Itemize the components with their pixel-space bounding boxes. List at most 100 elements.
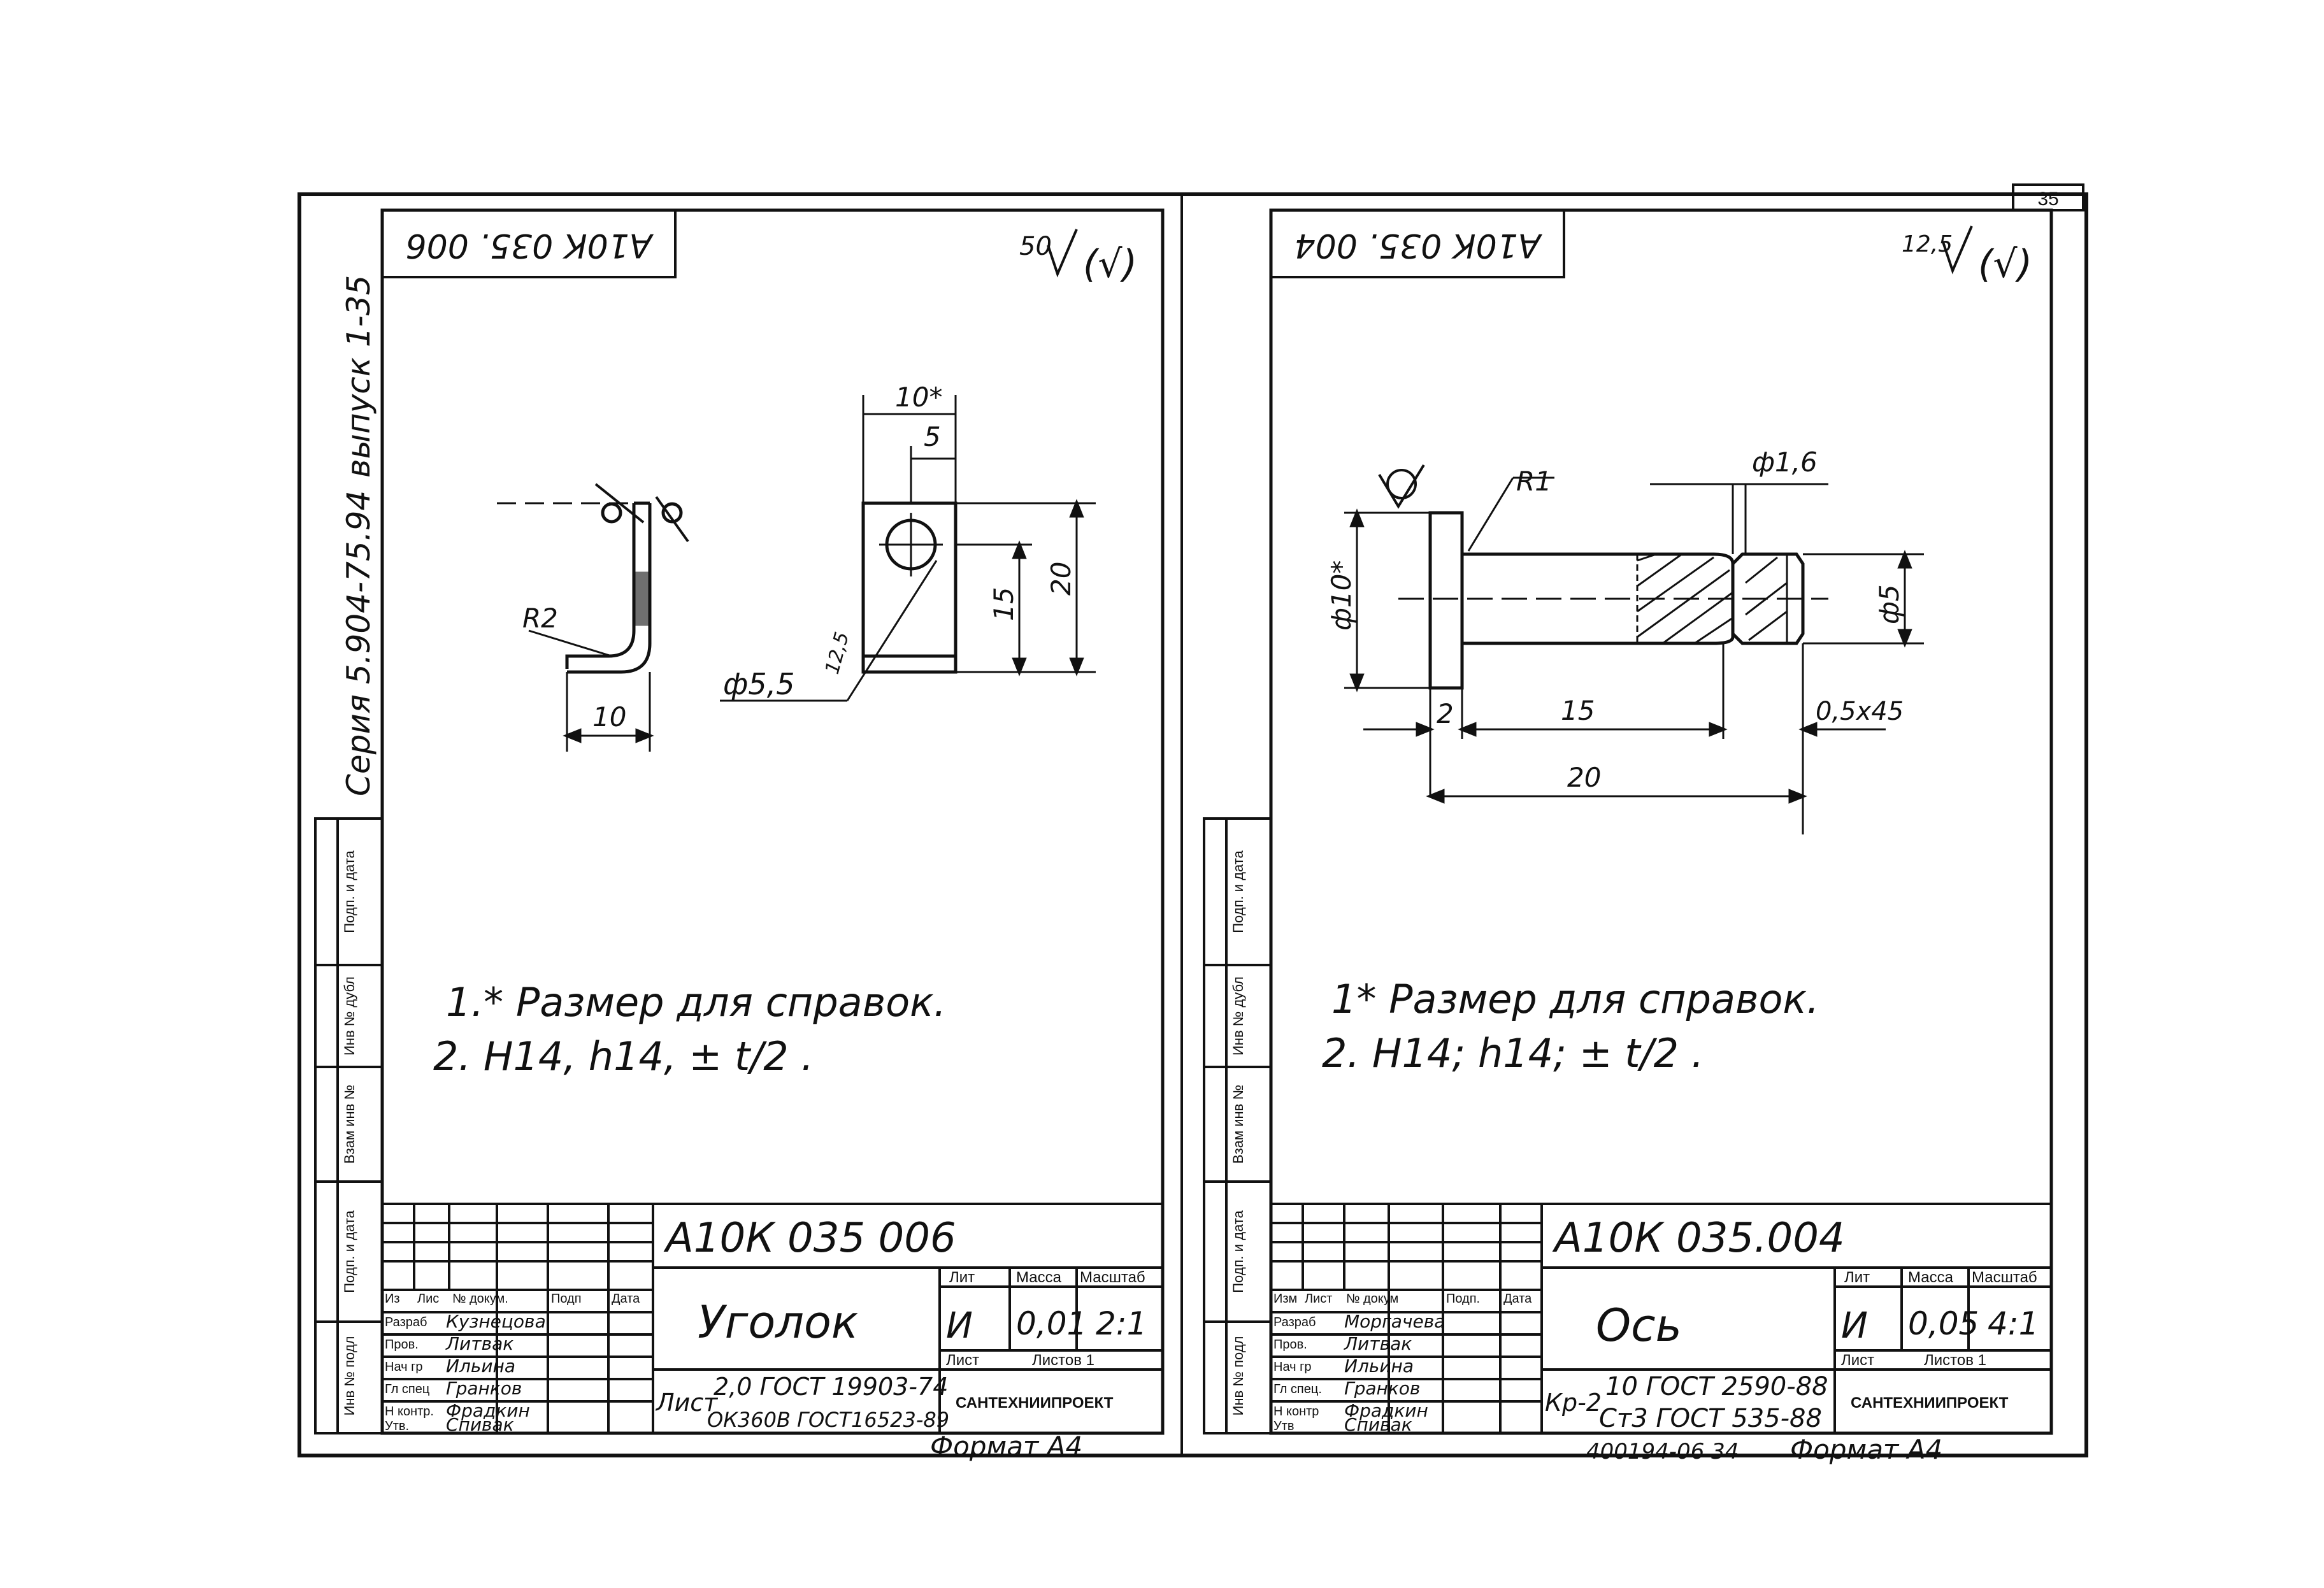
svg-text:Гл спец: Гл спец	[385, 1382, 429, 1396]
designation: А10К 035.004	[1552, 1215, 1845, 1262]
dim-10: 10	[592, 701, 626, 733]
dim-ra: 12,5	[821, 629, 854, 676]
dim-2: 2	[1437, 698, 1454, 729]
svg-text:Утв.: Утв.	[385, 1419, 409, 1433]
left-note-1: 1.* Размер для справок.	[446, 979, 946, 1026]
margin-label: Инв № дубл	[341, 976, 357, 1055]
col-mass: Масса	[1016, 1269, 1062, 1286]
svg-text:(√): (√)	[1083, 242, 1137, 287]
right-note-2: 2. H14; h14; ± t/2 .	[1322, 1030, 1704, 1077]
col-lit: Лит	[1844, 1269, 1870, 1286]
lit: И	[1841, 1305, 1868, 1347]
svg-text:Моргачева: Моргачева	[1344, 1311, 1445, 1332]
svg-text:Пров.: Пров.	[1273, 1338, 1307, 1352]
margin-label: Подп. и дата	[341, 850, 357, 933]
svg-text:Лист: Лист	[1305, 1292, 1332, 1306]
margin-label: Инв № дубл	[1230, 976, 1246, 1055]
sheets: Листов 1	[1032, 1352, 1094, 1369]
left-title-block	[381, 1203, 1164, 1434]
material-prefix: Кр-2	[1545, 1389, 1602, 1417]
svg-text:Из: Из	[385, 1292, 400, 1306]
right-footer-code: 400194-06 34	[1586, 1439, 1739, 1464]
svg-text:Нач гр: Нач гр	[385, 1360, 423, 1374]
margin-label: Инв № подл	[1230, 1336, 1246, 1416]
issue-note: выпуск 1-35	[340, 275, 377, 478]
svg-text:Нач гр: Нач гр	[1273, 1360, 1312, 1374]
svg-text:50: 50	[1019, 232, 1052, 261]
left-code-stamp: А10К 035. 006	[381, 209, 677, 278]
svg-text:№ докум.: № докум.	[452, 1292, 508, 1306]
dim-ch: 0,5x45	[1816, 697, 1904, 726]
svg-text:Дата: Дата	[1503, 1292, 1532, 1306]
dim-20: 20	[1045, 562, 1077, 596]
margin-label: Подп. и дата	[1230, 850, 1246, 933]
dim-5: 5	[924, 421, 941, 452]
right-note-1: 1* Размер для справок.	[1331, 976, 1819, 1022]
svg-text:Гл спец.: Гл спец.	[1273, 1382, 1322, 1396]
left-margin-labels: Подп. и дата Инв № дубл Взам инв № Подп.…	[341, 850, 357, 1415]
svg-text:Дата: Дата	[612, 1292, 640, 1306]
col-lit: Лит	[949, 1269, 975, 1286]
dim-r2: R2	[522, 603, 558, 634]
svg-text:Н контр: Н контр	[1273, 1405, 1319, 1419]
col-mass: Масса	[1908, 1269, 1954, 1286]
svg-text:Литвак: Литвак	[1344, 1333, 1412, 1354]
svg-text:Разраб: Разраб	[1273, 1315, 1316, 1329]
left-roughness: 50 (√)	[1019, 229, 1137, 287]
angle-front-view	[720, 395, 1096, 702]
outer-frame	[298, 183, 2088, 1457]
right-title-block	[1270, 1203, 2053, 1434]
part-name: Ось	[1596, 1299, 1682, 1352]
svg-text:Спивак: Спивак	[446, 1414, 514, 1435]
material-prefix: Лист	[655, 1389, 719, 1417]
svg-text:Ильина: Ильина	[1344, 1356, 1414, 1377]
sheets: Листов 1	[1924, 1352, 1986, 1369]
margin-label: Подп. и дата	[1230, 1210, 1246, 1292]
margin-label: Взам инв №	[1230, 1085, 1246, 1164]
svg-text:Изм: Изм	[1273, 1292, 1297, 1306]
angle-side-view	[497, 483, 689, 752]
part-name: Уголок	[698, 1296, 858, 1348]
lit: И	[946, 1305, 973, 1347]
margin-label: Взам инв №	[341, 1085, 357, 1164]
org: САНТЕХНИИПРОЕКТ	[1851, 1394, 2009, 1412]
mass: 0,05	[1908, 1305, 1979, 1342]
dim-15: 15	[988, 587, 1019, 621]
svg-text:Кузнецова: Кузнецова	[446, 1311, 546, 1332]
svg-text:Подп.: Подп.	[1446, 1292, 1480, 1306]
dim-20: 20	[1567, 762, 1601, 793]
svg-text:Утв: Утв	[1273, 1419, 1295, 1433]
sheet-number: 35	[2037, 189, 2058, 210]
material-2: Ст3 ГОСТ 535-88	[1599, 1404, 1822, 1433]
svg-text:Спивак: Спивак	[1344, 1414, 1412, 1435]
col-scale: Масштаб	[1080, 1269, 1145, 1286]
material-2: ОК360В ГОСТ16523-89	[707, 1408, 949, 1432]
svg-text:Литвак: Литвак	[445, 1333, 513, 1354]
svg-text:(√): (√)	[1978, 242, 2032, 287]
dim-15: 15	[1561, 695, 1595, 726]
scale: 2:1	[1096, 1305, 1147, 1342]
dim-r1: R1	[1516, 466, 1552, 497]
svg-text:Н контр.: Н контр.	[385, 1405, 434, 1419]
svg-text:№ докум: № докум	[1346, 1292, 1398, 1306]
dim-d5: ф5	[1874, 584, 1905, 624]
left-margin-strip	[314, 817, 384, 1434]
dim-d10: ф10*	[1326, 561, 1357, 631]
col-scale: Масштаб	[1972, 1269, 2037, 1286]
svg-text:А10К 035. 006: А10К 035. 006	[406, 226, 654, 264]
material-1: 10 ГОСТ 2590-88	[1605, 1372, 1828, 1401]
right-roughness: 12,5 (√)	[1902, 225, 2032, 287]
svg-text:Пров.: Пров.	[385, 1338, 419, 1352]
mass: 0,01	[1016, 1305, 1087, 1342]
dim-d16: ф1,6	[1752, 447, 1818, 478]
svg-text:Фрадкин: Фрадкин	[446, 1400, 530, 1421]
scale: 4:1	[1988, 1305, 2039, 1342]
dim-d55: ф5,5	[723, 667, 794, 701]
margin-label: Подп. и дата	[341, 1210, 357, 1292]
svg-text:А10К 035. 004: А10К 035. 004	[1295, 226, 1543, 264]
margin-label: Инв № подл	[341, 1336, 357, 1416]
left-format: Формат А4	[930, 1431, 1082, 1462]
svg-text:Гранков: Гранков	[446, 1378, 522, 1399]
sheet: Лист	[1841, 1352, 1874, 1369]
